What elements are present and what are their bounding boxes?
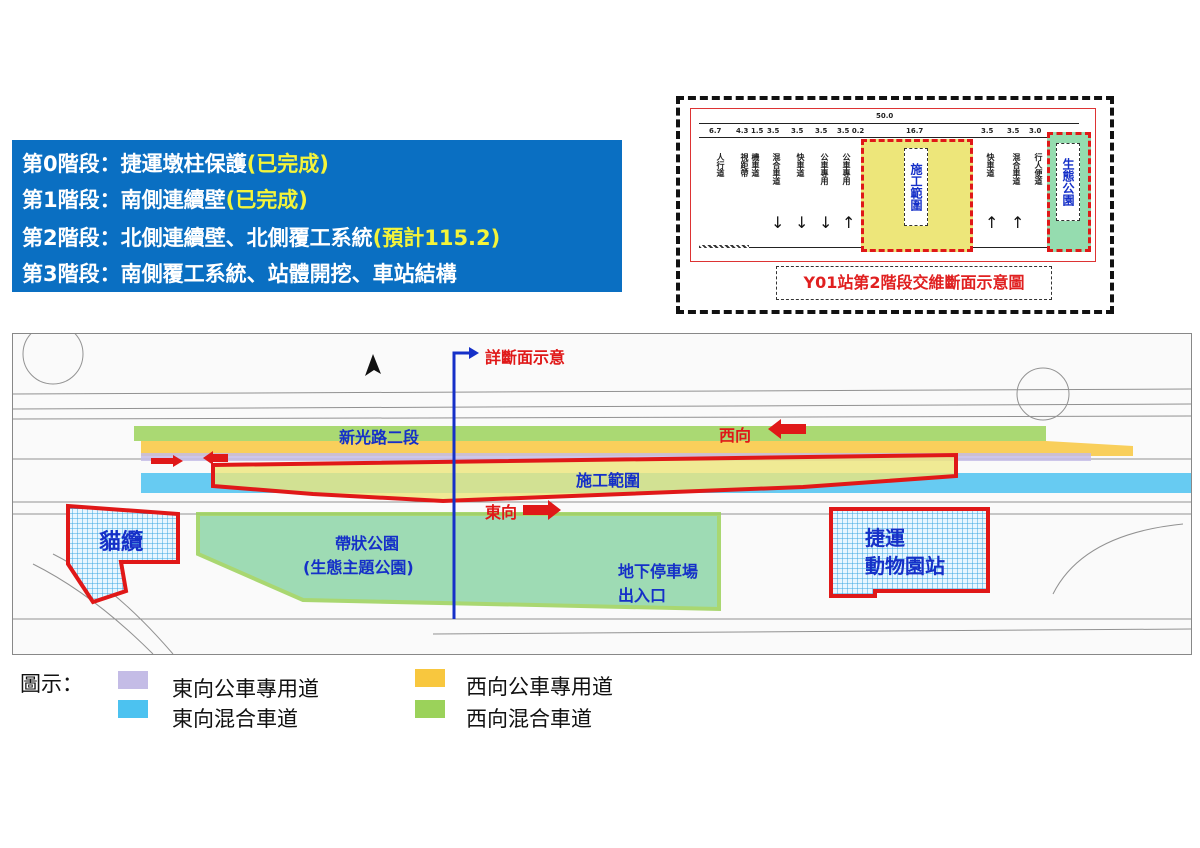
station-sublabel: 動物園站 xyxy=(865,554,945,578)
phase-label: 第3階段：南側覆工系統、站體開挖、車站結構 xyxy=(22,262,457,286)
westbound-arrow-small-icon xyxy=(203,451,228,465)
westbound-bus-lane xyxy=(141,441,1133,456)
phase-status: (已完成) xyxy=(246,152,329,176)
westbound-arrow-icon xyxy=(768,419,806,439)
compass-icon xyxy=(365,354,381,376)
westbound-mixed-lane xyxy=(134,426,1046,441)
legend-label: 東向混合車道 xyxy=(172,707,298,731)
phase-label: 第0階段：捷運墩柱保護 xyxy=(22,152,247,176)
lane-label: 公車專用 xyxy=(820,153,829,185)
legend-swatch xyxy=(415,669,445,687)
arrow-up-icon: ↑ xyxy=(985,213,999,232)
eastbound-label: 東向 xyxy=(485,503,518,522)
arrow-down-icon: ↓ xyxy=(771,213,785,232)
gondola-zone xyxy=(66,503,180,605)
westbound-label: 西向 xyxy=(719,426,752,445)
legend-label: 西向混合車道 xyxy=(466,707,592,731)
cross-section-diagram: 50.0 6.7 4.3 1.5 3.5 3.5 3.5 3.5 0.2 16.… xyxy=(676,96,1114,314)
construction-label: 施工範圍 xyxy=(904,148,928,226)
station-zone xyxy=(829,507,990,598)
legend-title: 圖示： xyxy=(20,672,83,696)
phase-status: (預計115.2) xyxy=(372,226,501,250)
phase-0: 第0階段：捷運墩柱保護(已完成) xyxy=(22,148,329,178)
legend-swatch xyxy=(118,700,148,718)
lane-label: 行人便道 xyxy=(1034,153,1043,185)
phase-panel: 第0階段：捷運墩柱保護(已完成) 第1階段：南側連續壁(已完成) 第2階段：北側… xyxy=(12,140,622,292)
phase-status: (已完成) xyxy=(225,188,308,212)
construction-zone: 施工範圍 xyxy=(861,139,973,252)
park-label: 生態公園 xyxy=(1056,143,1080,221)
eastbound-arrow-icon xyxy=(523,500,561,520)
lane-label: 視距帶 xyxy=(740,153,749,177)
section-marker-line xyxy=(452,351,471,619)
arrow-down-icon: ↓ xyxy=(795,213,809,232)
parking-sublabel: 出入口 xyxy=(618,586,667,605)
dim: 6.7 xyxy=(709,127,722,135)
legend-label: 西向公車專用道 xyxy=(466,675,613,699)
legend-swatch xyxy=(118,671,148,689)
lane-label: 機車道 xyxy=(751,153,760,177)
road-name: 新光路二段 xyxy=(339,428,420,447)
lane-label: 快車道 xyxy=(796,153,805,177)
phase-label: 第2階段：北側連續壁、北側覆工系統 xyxy=(22,226,373,250)
legend-label: 東向公車專用道 xyxy=(172,677,319,701)
dim: 3.5 xyxy=(767,127,780,135)
park-label: 帶狀公園 xyxy=(335,534,400,553)
phase-1: 第1階段：南側連續壁(已完成) xyxy=(22,184,308,214)
park-sublabel: (生態主題公園) xyxy=(303,558,414,577)
arrow-down-icon: ↓ xyxy=(819,213,833,232)
eastbound-bus-lane xyxy=(141,453,1091,461)
dim: 3.0 xyxy=(1029,127,1042,135)
section-marker-label: 詳斷面示意 xyxy=(485,348,566,367)
park-zone xyxy=(196,512,721,612)
legend-swatch xyxy=(415,700,445,718)
eco-park-zone: 生態公園 xyxy=(1047,132,1091,252)
eastbound-arrow-small-icon xyxy=(151,455,183,467)
cross-section-frame: 50.0 6.7 4.3 1.5 3.5 3.5 3.5 3.5 0.2 16.… xyxy=(690,108,1096,262)
dim: 16.7 xyxy=(906,127,924,135)
gondola-label: 貓纜 xyxy=(99,530,144,555)
dim: 3.5 xyxy=(791,127,804,135)
construction-zone-outline xyxy=(211,452,958,504)
dim: 1.5 xyxy=(751,127,764,135)
phase-2: 第2階段：北側連續壁、北側覆工系統(預計115.2) xyxy=(22,222,500,252)
lane-label: 混合車道 xyxy=(1012,153,1021,185)
lane-label: 混合車道 xyxy=(772,153,781,185)
phase-label: 第1階段：南側連續壁 xyxy=(22,188,226,212)
dim: 3.5 xyxy=(981,127,994,135)
parking-label: 地下停車場 xyxy=(618,562,699,581)
dim: 3.5 xyxy=(1007,127,1020,135)
lane-label: 公車專用 xyxy=(842,153,851,185)
cross-section-caption: Y01站第2階段交維斷面示意圖 xyxy=(776,266,1052,300)
section-marker-arrow-icon xyxy=(469,347,479,359)
phase-3: 第3階段：南側覆工系統、站體開挖、車站結構 xyxy=(22,258,457,288)
dim: 3.5 xyxy=(815,127,828,135)
lane-label: 人行道 xyxy=(716,153,725,177)
lane-label: 快車道 xyxy=(986,153,995,177)
dim: 4.3 xyxy=(736,127,749,135)
construction-label: 施工範圍 xyxy=(576,471,641,490)
dim: 3.5 0.2 xyxy=(837,127,865,135)
dim-total: 50.0 xyxy=(876,112,894,120)
site-plan-map: 詳斷面示意 新光路二段 西向 施工範圍 東向 帶狀公園 (生態主題公園) 地下停… xyxy=(12,333,1192,655)
arrow-up-icon: ↑ xyxy=(842,213,856,232)
arrow-up-icon: ↑ xyxy=(1011,213,1025,232)
station-label: 捷運 xyxy=(865,526,905,550)
map-graphics xyxy=(13,334,1191,654)
